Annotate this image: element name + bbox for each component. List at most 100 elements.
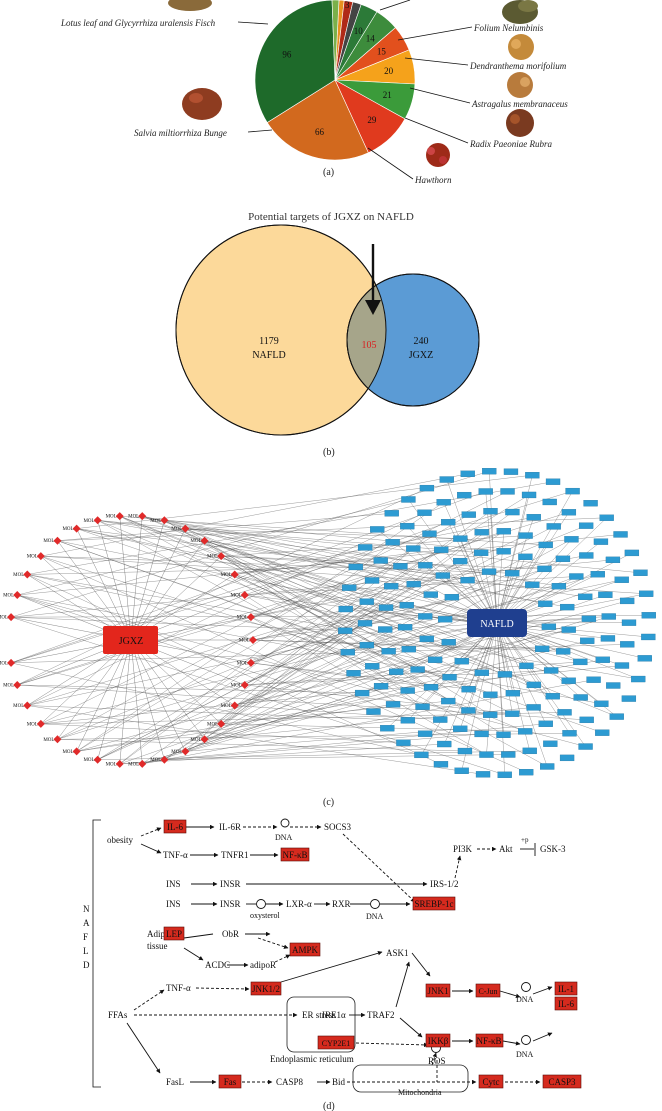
venn-overlap-count: 105: [362, 340, 377, 351]
network-target-node: [422, 530, 437, 537]
network-target-node: [543, 667, 559, 674]
herb-image-lotus: [168, 0, 212, 11]
network-target-node: [555, 555, 571, 562]
network-edge: [185, 728, 461, 752]
pie-slice-lotus: [254, 0, 336, 123]
network-target-node: [573, 658, 588, 666]
network-edge: [76, 528, 132, 641]
herb-image-radix: [506, 109, 534, 137]
network-edge: [97, 639, 132, 760]
network-target-node: [423, 684, 439, 691]
network-target-node: [419, 484, 435, 492]
network-edge: [130, 520, 165, 641]
herb-image-hawthorn: [426, 143, 450, 167]
network-edge: [40, 491, 508, 724]
network-target-node: [417, 509, 432, 516]
network-target-node: [435, 572, 451, 579]
network-target-node: [384, 583, 399, 590]
network-edge: [221, 556, 432, 688]
herb-label-salvia: Salvia miltiorrhiza Bunge: [134, 128, 227, 138]
network-edge: [250, 531, 504, 618]
box-il1-label: IL-1: [558, 984, 574, 994]
network-edge: [244, 560, 461, 686]
network-edge: [40, 556, 647, 594]
network-edge: [11, 616, 346, 631]
pw-akt: Akt: [499, 844, 513, 854]
network-target-node: [453, 557, 468, 565]
network-target-node: [551, 583, 567, 590]
network-edge: [130, 540, 205, 641]
network-edge: [446, 479, 498, 624]
network-target-node: [609, 713, 624, 720]
network-molecule-node: [93, 516, 102, 525]
network-target-node: [579, 552, 594, 559]
network-target-node: [433, 716, 448, 723]
network-target-node: [457, 491, 472, 499]
network-molecule-node: [240, 680, 249, 689]
network-target-node: [519, 662, 534, 670]
pw-acdc: ACDC: [205, 960, 230, 970]
network-molecule-label: MOL: [62, 750, 73, 755]
network-target-node: [505, 710, 520, 717]
network-edge: [97, 520, 132, 641]
pie-slice-radix-value: 21: [383, 90, 392, 100]
box-ikkb: [425, 1033, 451, 1048]
network-edge: [76, 528, 645, 659]
network-edge: [496, 512, 570, 624]
box-il6b: [554, 996, 578, 1011]
network-target-node: [606, 682, 621, 689]
network-target-node: [522, 747, 537, 755]
pw-insr2: INSR: [220, 899, 241, 909]
network-edge: [40, 473, 468, 557]
network-target-node: [475, 771, 491, 778]
network-edge: [185, 528, 569, 681]
network-target-node: [370, 526, 385, 533]
box-srebp-label: SREBP-1c: [414, 899, 453, 909]
network-molecule-label: MOL: [237, 661, 248, 666]
network-molecule-label: MOL: [13, 573, 24, 578]
network-target-node: [621, 695, 637, 702]
network-target-node: [473, 549, 489, 556]
network-edge: [164, 520, 450, 678]
venn-right-count: 240: [414, 336, 429, 347]
network-target-node: [357, 544, 373, 551]
network-edge: [76, 639, 132, 752]
network-target-node: [437, 616, 453, 623]
pw-er-label: Endoplasmic reticulum: [270, 1054, 354, 1064]
network-target-node: [478, 488, 493, 495]
network-edge: [40, 644, 367, 724]
network-edge: [252, 639, 564, 652]
pw-rxr: RXR: [332, 899, 351, 909]
network-edge: [40, 712, 565, 724]
network-edge: [119, 639, 132, 764]
network-edge: [17, 580, 373, 686]
network-edge: [97, 494, 530, 760]
network-target-node: [346, 670, 361, 677]
box-ampk: [289, 942, 321, 957]
box-nfkb1: [280, 847, 310, 862]
network-target-node: [569, 573, 584, 580]
network-target-node: [460, 470, 475, 477]
network-edge: [57, 525, 587, 740]
box-il6b-label: IL-6: [558, 999, 574, 1009]
network-molecule-label: MOL: [231, 683, 242, 688]
network-target-node: [578, 743, 593, 750]
network-target-node: [599, 514, 614, 521]
network-target-node: [481, 568, 497, 575]
network-edge: [119, 733, 482, 765]
panel-d-pathway: N A F L D: [83, 818, 582, 1111]
pathway-side-f: F: [83, 932, 88, 942]
box-lep-label: LEP: [166, 929, 182, 939]
network-edge: [221, 535, 526, 557]
network-edge: [76, 528, 505, 675]
network-edge: [421, 622, 498, 755]
network-target-node: [364, 577, 380, 584]
box-cyp2e1: [317, 1035, 355, 1050]
pie-slice-14-value: 14: [366, 34, 376, 44]
network-target-node: [538, 541, 553, 549]
network-target-node: [561, 626, 576, 633]
network-target-node: [581, 615, 597, 622]
network-edge: [57, 517, 607, 541]
box-casp3: [542, 1074, 582, 1089]
network-target-node: [633, 569, 648, 576]
